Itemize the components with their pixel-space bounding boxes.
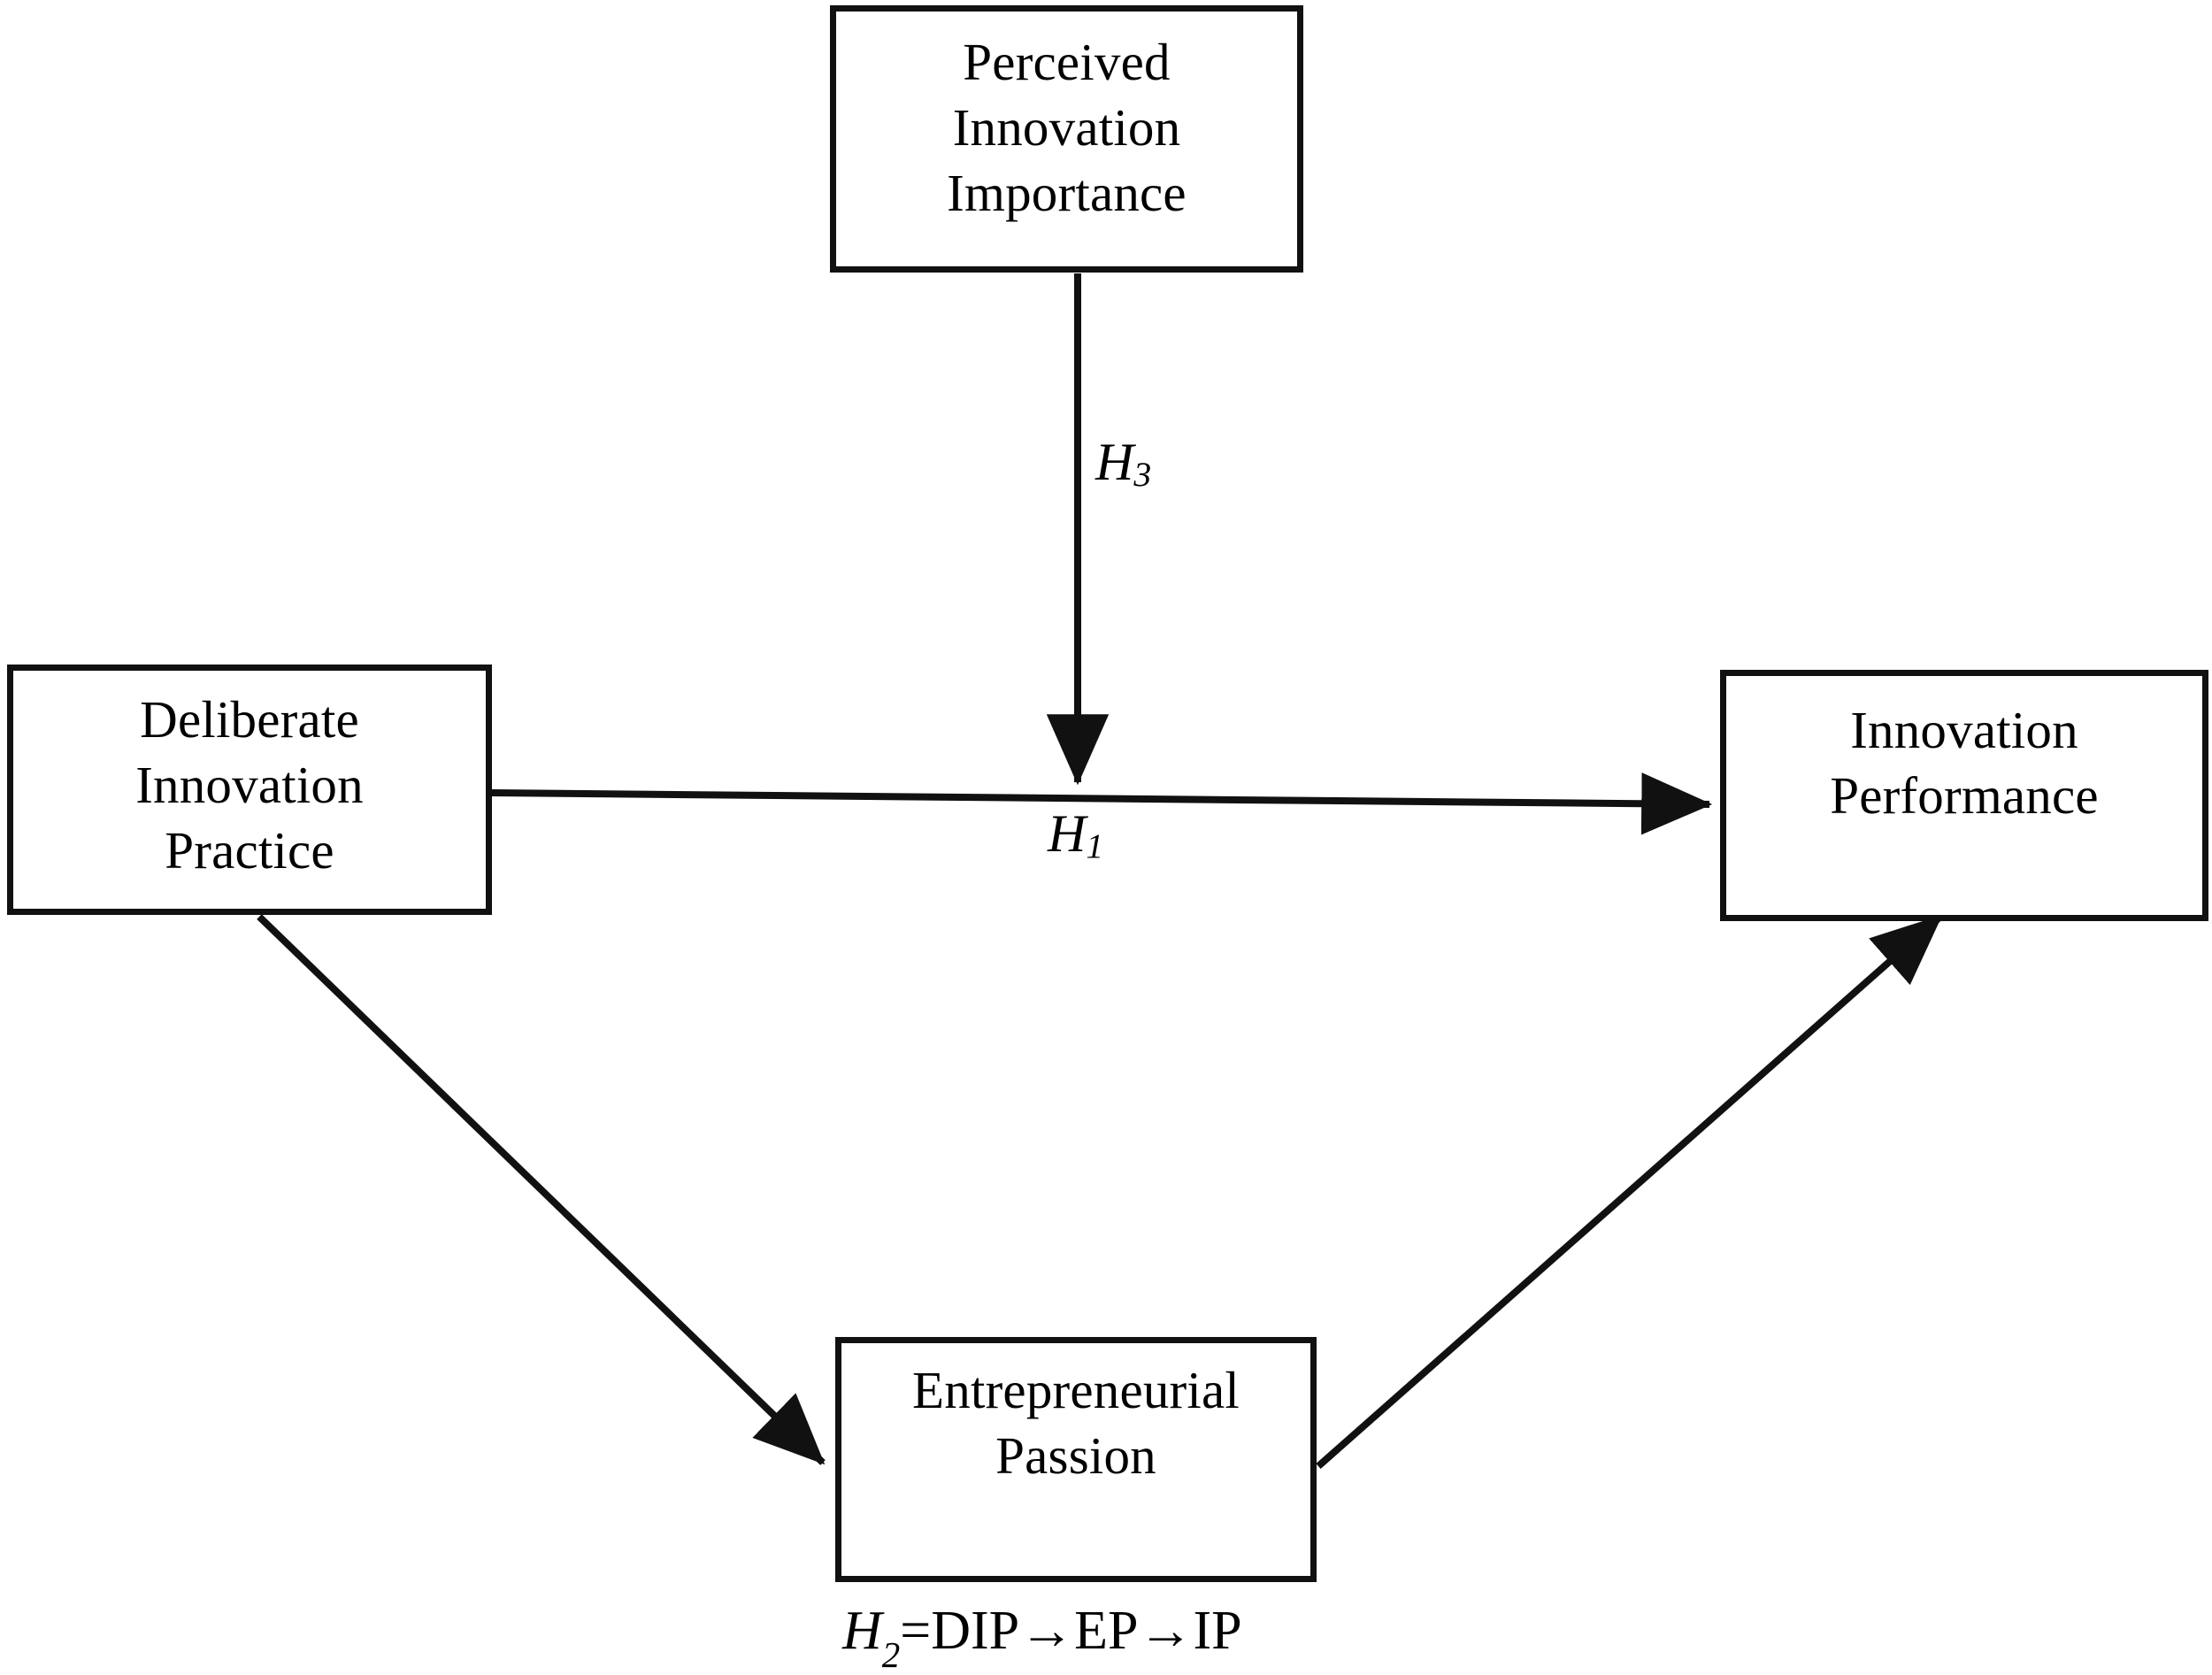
node-label-entrepreneurial-passion: Entrepreneurial Passion [912,1361,1240,1485]
node-innovation-performance: Innovation Performance [1720,670,2208,921]
edge-label-h3-letter: H [1095,433,1134,491]
node-perceived-innovation-importance: Perceived Innovation Importance [830,5,1303,273]
edge-label-h3-subscript: 3 [1133,455,1152,495]
node-deliberate-innovation-practice: Deliberate Innovation Practice [7,665,492,915]
caption-h2-letter: H [842,1601,882,1661]
edge-label-h1-subscript: 1 [1086,826,1104,866]
edge-h1-dip-to-ip [491,772,1713,835]
edge-label-h1: H1 [1048,804,1103,864]
node-label-innovation-performance: Innovation Performance [1830,701,2099,825]
edge-label-h1-letter: H [1048,804,1087,863]
node-label-deliberate-innovation-practice: Deliberate Innovation Practice [135,690,364,880]
edge-h2a-dip-to-ep [257,914,826,1465]
edge-label-h3: H3 [1095,433,1151,492]
caption-h2-path-text: =DIP→EP→IP [900,1601,1242,1661]
caption-h2-mediation-path: H2=DIP→EP→IP [842,1601,1242,1673]
node-label-perceived-innovation-importance: Perceived Innovation Importance [947,33,1187,222]
node-entrepreneurial-passion: Entrepreneurial Passion [835,1337,1317,1582]
caption-h2-subscript: 2 [881,1634,901,1675]
edge-h2b-ep-to-ip [1316,914,1943,1469]
